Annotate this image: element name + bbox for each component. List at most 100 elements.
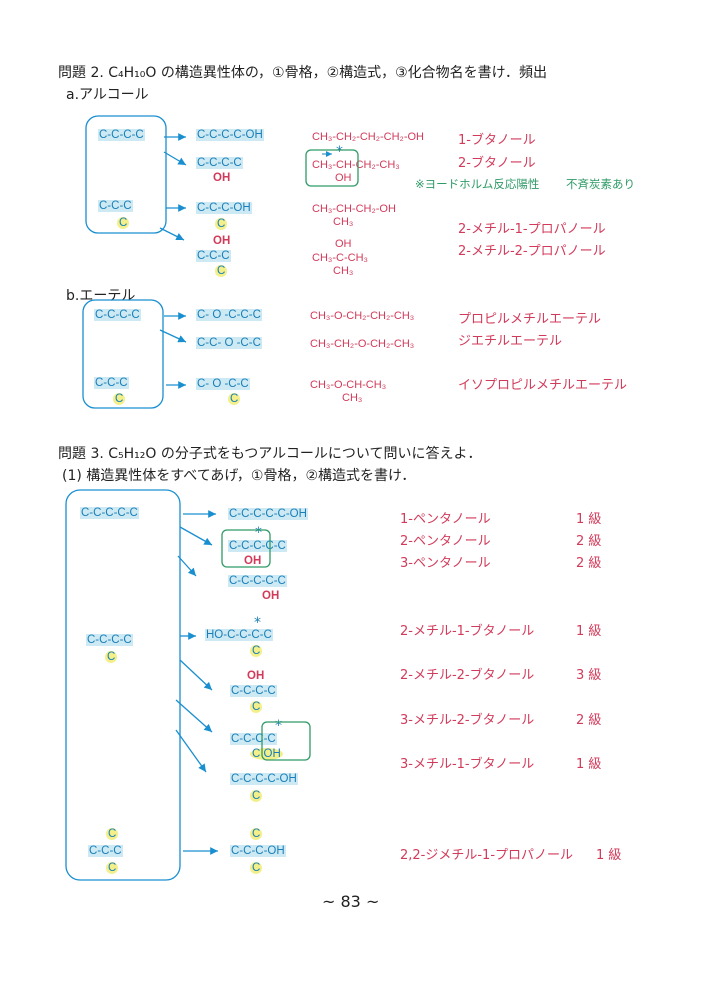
p3-skeleton-neopentane: C-C-C — [88, 845, 123, 857]
p3-skeleton-neo-top: C — [106, 828, 119, 840]
p3-iso2-oh: OH — [244, 555, 262, 567]
eth2-name: ジエチルエーテル — [458, 334, 563, 349]
eth1-skeleton: C- O -C-C-C — [196, 309, 262, 321]
p3-iso8-top: C — [250, 828, 263, 840]
alc4-name: 2-メチル-2-プロパノール — [458, 244, 606, 259]
p3-iso2-star: * — [255, 525, 262, 541]
p3-iso6-star: * — [275, 718, 282, 734]
p3-iso4-skeleton: HO-C-C-C-C — [205, 629, 273, 641]
p3-iso6-grade: 2 級 — [576, 713, 602, 728]
iodoform-note: ※ヨードホルム反応陽性 — [415, 177, 540, 191]
eth3-formula: CH₃-O-CH-CH₃ — [310, 379, 387, 391]
p3-iso2-name: 2-ペンタノール — [400, 534, 491, 549]
asym-box-2-butanol — [305, 149, 359, 187]
alcohol-skeleton-box — [85, 115, 167, 234]
alc3-skeleton-branch: C — [215, 218, 228, 230]
skeleton-isobutane-branch: C — [117, 217, 130, 229]
p3-iso7-name: 3-メチル-1-ブタノール — [400, 757, 535, 772]
p3-skeleton-isopentane-branch: C — [105, 651, 118, 663]
skeleton-butane: C-C-C-C — [98, 129, 145, 141]
p3-iso1-grade: 1 級 — [576, 512, 602, 527]
p3-iso3-skeleton: C-C-C-C-C — [228, 575, 287, 587]
alc4-formula: CH₃-C-CH₃ — [312, 252, 369, 264]
p3-iso7-grade: 1 級 — [576, 757, 602, 772]
page-number: ~ 83 ~ — [322, 892, 380, 911]
alc4-formula-oh: OH — [335, 238, 352, 250]
arrow-eth2 — [159, 329, 187, 343]
p3-iso6-name: 3-メチル-2-ブタノール — [400, 713, 535, 728]
ether-skeleton-branch: C — [113, 393, 126, 405]
alc4-skeleton-branch: C — [215, 265, 228, 277]
p3-iso4-star: * — [254, 615, 261, 631]
alc3-name: 2-メチル-1-プロパノール — [458, 222, 606, 237]
p3-iso5-grade: 3 級 — [576, 668, 602, 683]
eth1-formula: CH₃-O-CH₂-CH₂-CH₃ — [310, 310, 415, 322]
alc2-name: 2-ブタノール — [458, 156, 536, 171]
arrow-p3-6 — [175, 699, 213, 733]
p3-iso6-skeleton: C-C-C-C — [230, 733, 277, 745]
arrow-alc2 — [163, 151, 187, 166]
alc2-skeleton: C-C-C-C — [196, 157, 243, 169]
alc4-formula-ch3: CH₃ — [333, 265, 354, 277]
p3-iso5-branch: C — [250, 701, 263, 713]
alc3-skeleton: C-C-C-OH — [196, 202, 252, 214]
problem3-sub: (1) 構造異性体をすべてあげ，①骨格，②構造式を書け． — [62, 468, 416, 484]
p3-iso1-name: 1-ペンタノール — [400, 512, 491, 527]
eth3-skeleton-branch: C — [228, 393, 241, 405]
eth1-name: プロピルメチルエーテル — [458, 312, 602, 327]
arrow-p3-5 — [179, 659, 213, 691]
arrow-p3-2 — [179, 526, 213, 546]
asym-carbon-note: 不斉炭素あり — [566, 177, 635, 191]
p3-iso8-name: 2,2-ジメチル-1-プロパノール — [400, 848, 574, 863]
asym-star: * — [336, 144, 343, 160]
arrow-p3-3 — [177, 555, 197, 577]
skeleton-isobutane: C-C-C — [98, 200, 133, 212]
problem3-title: 問題 3. C₅H₁₂O の分子式をもつアルコールについて問いに答えよ． — [58, 446, 482, 462]
eth3-name: イソプロピルメチルエーテル — [458, 378, 628, 393]
alc2-skeleton-oh: OH — [213, 172, 231, 184]
p3-iso5-name: 2-メチル-2-ブタノール — [400, 668, 535, 683]
alc1-skeleton: C-C-C-C-OH — [196, 129, 264, 141]
p3-iso7-skeleton: C-C-C-C-OH — [230, 773, 298, 785]
arrow-alc4 — [159, 227, 185, 241]
alc1-name: 1-ブタノール — [458, 133, 536, 148]
alc2-formula: CH₃-CH-CH₂-CH₃ — [312, 159, 400, 171]
p3-iso5-oh: OH — [247, 670, 265, 682]
eth3-formula-ch3: CH₃ — [342, 392, 363, 404]
asym-box-3-methyl-2-butanol — [261, 721, 311, 761]
alc4-skeleton-oh: OH — [213, 235, 231, 247]
ether-skeleton-isobutane: C-C-C — [94, 377, 129, 389]
alc2-formula-oh: OH — [335, 172, 352, 184]
p3-iso3-name: 3-ペンタノール — [400, 556, 491, 571]
p3-iso3-grade: 2 級 — [576, 556, 602, 571]
p3-iso5-skeleton: C-C-C-C — [230, 685, 277, 697]
ether-skeleton-butane: C-C-C-C — [94, 309, 141, 321]
p3-iso8-skeleton: C-C-C-OH — [230, 845, 286, 857]
problem2-title: 問題 2. C₄H₁₀O の構造異性体の，①骨格，②構造式，③化合物名を書け．頻… — [58, 65, 547, 81]
p3-skeleton-isopentane: C-C-C-C — [86, 634, 133, 646]
p3-iso8-bottom: C — [250, 862, 263, 874]
p3-skeleton-neo-bottom: C — [106, 862, 119, 874]
p3-iso2-grade: 2 級 — [576, 534, 602, 549]
asym-box-2-pentanol — [221, 529, 271, 568]
p3-iso4-name: 2-メチル-1-ブタノール — [400, 624, 535, 639]
alc3-formula-ch3: CH₃ — [333, 216, 354, 228]
p3-iso6-branch: C OH — [250, 748, 283, 760]
p3-skeleton-pentane: C-C-C-C-C — [80, 507, 139, 519]
eth2-skeleton: C-C- O -C-C — [196, 337, 262, 349]
p3-iso8-grade: 1 級 — [596, 848, 622, 863]
ether-skeleton-box — [82, 299, 164, 409]
p3-skeleton-box — [65, 489, 181, 881]
p3-iso3-oh: OH — [262, 590, 280, 602]
p3-iso4-branch: C — [250, 645, 263, 657]
alc1-formula: CH₃-CH₂-CH₂-CH₂-OH — [312, 131, 424, 143]
p3-iso2-skeleton: C-C-C-C-C — [228, 540, 287, 552]
p3-iso7-branch: C — [250, 790, 263, 802]
alcohol-heading: a.アルコール — [66, 87, 149, 103]
alc3-formula: CH₃-CH-CH₂-OH — [312, 203, 396, 215]
arrow-p3-7 — [175, 729, 207, 773]
p3-iso1-skeleton: C-C-C-C-C-OH — [228, 508, 308, 520]
p3-iso4-grade: 1 級 — [576, 624, 602, 639]
eth2-formula: CH₃-CH₂-O-CH₂-CH₃ — [310, 338, 415, 350]
